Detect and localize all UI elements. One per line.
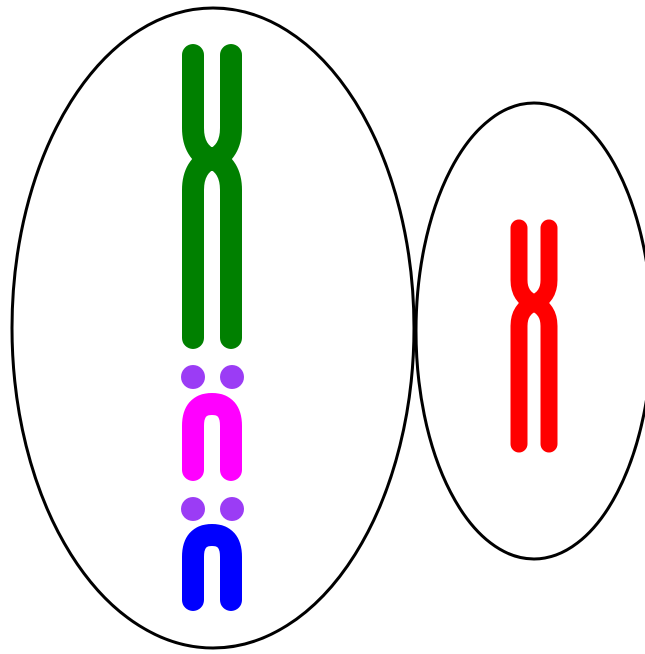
purple-dot-pair-lower <box>181 497 244 521</box>
purple-dot <box>181 365 205 389</box>
purple-dot-pair-upper <box>181 365 244 389</box>
magenta-acrocentric-chromosome <box>182 393 242 481</box>
purple-dot <box>220 497 244 521</box>
right-cell-outline <box>414 101 645 561</box>
purple-dot <box>220 365 244 389</box>
blue-acrocentric-chromosome <box>182 524 242 611</box>
purple-dot <box>181 497 205 521</box>
left-cell-outline <box>10 6 416 650</box>
red-x-chromosome <box>510 219 558 453</box>
green-x-chromosome <box>182 44 242 349</box>
